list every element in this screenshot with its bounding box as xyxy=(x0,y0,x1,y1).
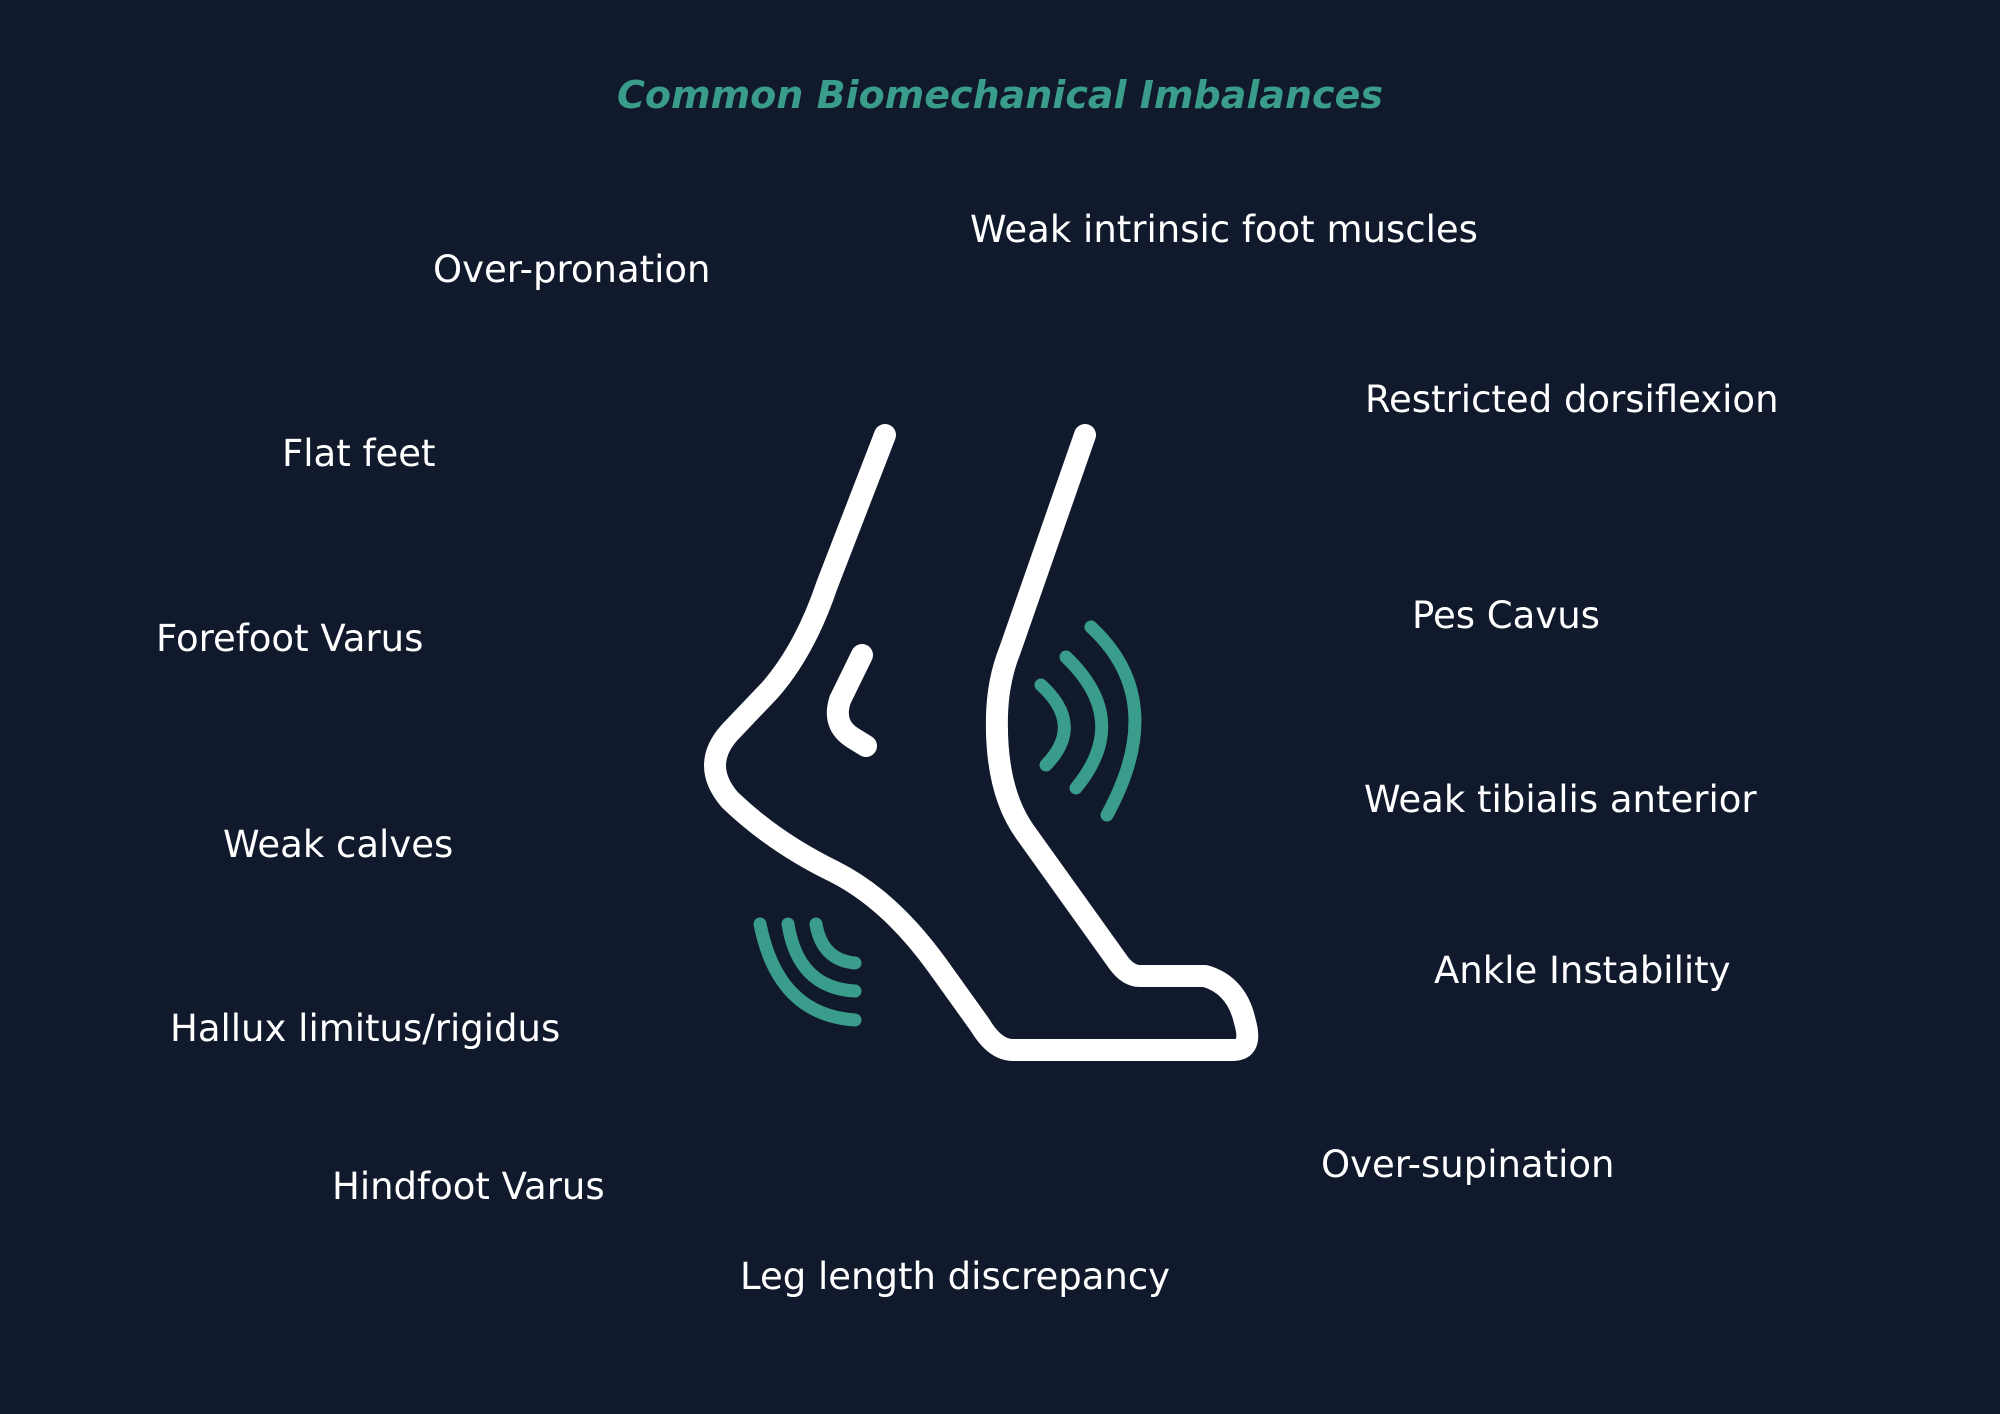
pain-wave-outer xyxy=(753,917,862,1027)
label-over-supination: Over-supination xyxy=(1321,1143,1615,1186)
label-hindfoot-varus: Hindfoot Varus xyxy=(332,1165,605,1208)
label-weak-tibialis-anterior: Weak tibialis anterior xyxy=(1364,778,1757,821)
label-pes-cavus: Pes Cavus xyxy=(1412,594,1600,637)
pain-wave-middle xyxy=(1059,650,1109,795)
label-over-pronation: Over-pronation xyxy=(433,248,711,291)
foot-outline xyxy=(704,424,1259,1061)
foot-icon xyxy=(704,424,1259,1061)
sound-wave-icon xyxy=(1034,620,1142,822)
pain-wave-outer xyxy=(1084,620,1142,822)
label-restricted-dorsiflexion: Restricted dorsiflexion xyxy=(1365,378,1779,421)
label-leg-length-discrepancy: Leg length discrepancy xyxy=(740,1255,1171,1298)
label-hallux-limitus-rigidus: Hallux limitus/rigidus xyxy=(170,1007,561,1050)
pain-wave-inner xyxy=(809,917,862,970)
label-forefoot-varus: Forefoot Varus xyxy=(156,617,424,660)
label-ankle-instability: Ankle Instability xyxy=(1434,949,1731,992)
ankle-bone-mark xyxy=(826,644,877,757)
diagram-title: Common Biomechanical Imbalances xyxy=(617,73,1383,117)
label-weak-intrinsic-foot-muscles: Weak intrinsic foot muscles xyxy=(970,208,1478,251)
sound-wave-icon xyxy=(753,917,862,1027)
pain-wave-middle xyxy=(781,917,862,998)
label-weak-calves: Weak calves xyxy=(223,823,454,866)
label-flat-feet: Flat feet xyxy=(282,432,436,475)
pain-wave-inner xyxy=(1034,678,1071,772)
